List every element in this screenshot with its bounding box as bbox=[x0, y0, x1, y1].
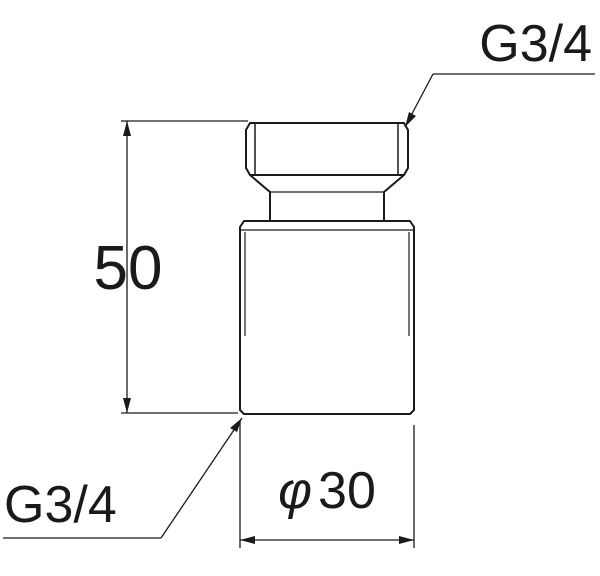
diameter-value: 30 bbox=[318, 462, 376, 520]
bottom-thread-label: G3/4 bbox=[4, 476, 117, 534]
diameter-arrow-left bbox=[240, 536, 255, 544]
bottom-leader-line bbox=[160, 417, 243, 539]
neck-section bbox=[249, 174, 405, 222]
body-section bbox=[239, 220, 415, 415]
top-thread-label: G3/4 bbox=[479, 15, 592, 73]
height-arrow-top bbox=[123, 121, 131, 136]
height-arrow-bottom bbox=[123, 398, 131, 413]
part-outline bbox=[239, 122, 415, 415]
top-thread-leader bbox=[404, 73, 595, 128]
top-leader-arrow bbox=[405, 112, 416, 127]
height-label: 50 bbox=[94, 234, 163, 303]
diameter-dimension bbox=[239, 421, 415, 548]
diameter-arrow-right bbox=[399, 536, 414, 544]
top-thread-section bbox=[245, 122, 409, 176]
height-dimension bbox=[121, 120, 248, 414]
diameter-symbol: φ bbox=[278, 462, 312, 520]
bottom-leader-arrow bbox=[230, 418, 242, 432]
bottom-thread-leader bbox=[3, 417, 243, 539]
